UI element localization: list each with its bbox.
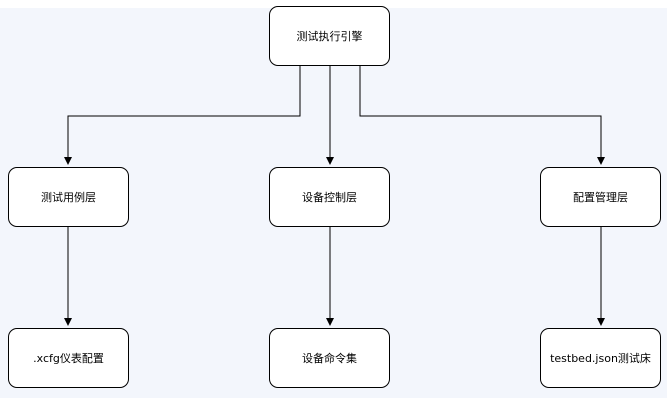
node-testcase-layer[interactable]: 测试用例层 (8, 167, 129, 227)
edge-engine-to-config (359, 66, 605, 165)
node-device-control-layer[interactable]: 设备控制层 (269, 167, 390, 227)
edge-engine-to-testcase (64, 66, 301, 165)
node-config-management-layer[interactable]: 配置管理层 (540, 167, 661, 227)
node-device-command-set[interactable]: 设备命令集 (269, 328, 390, 388)
node-xcfg-instrument-config[interactable]: .xcfg仪表配置 (8, 328, 129, 388)
node-test-execution-engine[interactable]: 测试执行引擎 (269, 6, 390, 66)
node-testbed-json[interactable]: testbed.json测试床 (540, 328, 661, 388)
